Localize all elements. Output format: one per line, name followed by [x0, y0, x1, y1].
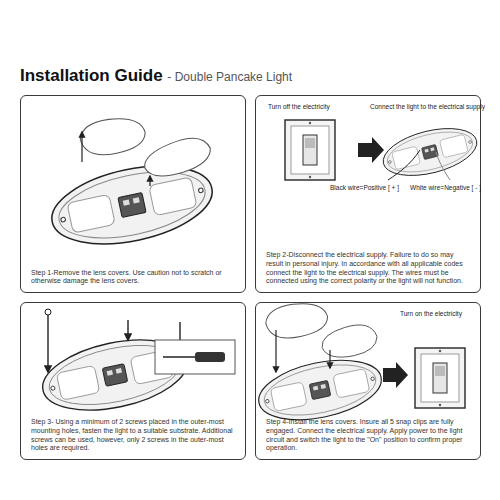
step4-illustration	[253, 299, 465, 430]
annotation-label: Black wire=Positive [ + ]	[330, 184, 399, 192]
annotation-label: Connect the light to the electrical supp…	[370, 103, 485, 111]
step-panel: Step 1-Remove the lens covers. Use cauti…	[20, 95, 246, 293]
step-panel: Step 2-Disconnect the electrical supply.…	[255, 95, 481, 293]
step-text: Step 3- Using a minimum of 2 screws plac…	[31, 418, 235, 453]
title: Installation Guide	[20, 66, 163, 85]
step-panel: Step 3- Using a minimum of 2 screws plac…	[20, 302, 246, 460]
step-text: Step 4-Install the lens covers. Insure a…	[266, 418, 470, 453]
subtitle: - Double Pancake Light	[167, 70, 292, 84]
step1-illustration	[45, 113, 219, 256]
step-panel: Step 4-Install the lens covers. Insure a…	[255, 302, 481, 460]
annotation-label: White wire=Negative [ - ]	[410, 184, 481, 192]
annotation-label: Turn off the electricity	[268, 103, 330, 111]
step2-illustration	[285, 120, 482, 184]
step-text: Step 2-Disconnect the electrical supply.…	[266, 251, 470, 286]
heading-row: Installation Guide - Double Pancake Ligh…	[20, 66, 292, 86]
annotation-label: Turn on the electricity	[400, 310, 462, 318]
step-text: Step 1-Remove the lens covers. Use cauti…	[31, 269, 235, 287]
step3-illustration	[36, 309, 235, 422]
